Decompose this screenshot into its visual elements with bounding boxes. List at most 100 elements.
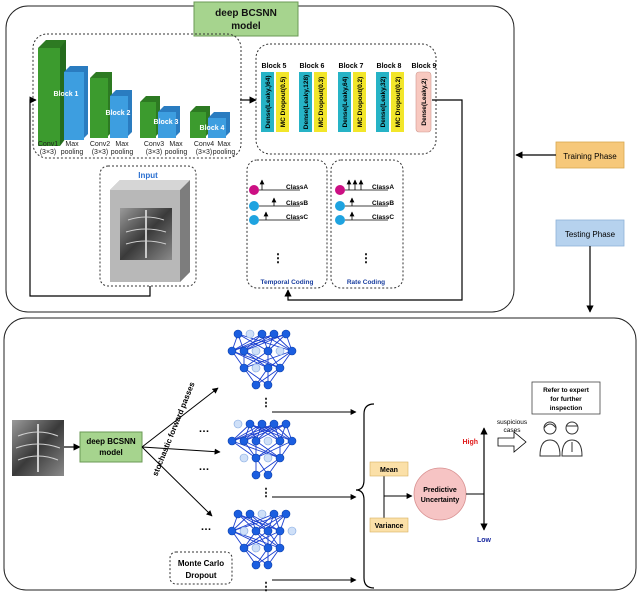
- net-neuron: [281, 419, 291, 429]
- net-edge: [231, 423, 275, 442]
- top-title-line2: model: [231, 21, 261, 32]
- rate-neuron-a: [335, 185, 345, 195]
- net-edge: [243, 423, 287, 442]
- net-neuron: [263, 543, 273, 553]
- block-5-label: Block 5: [262, 63, 287, 70]
- refer-expert-box: [531, 381, 601, 415]
- net-neuron: [269, 419, 279, 429]
- block-8-dense-label: Dense(Leaky,32): [380, 77, 387, 128]
- temporal-neuron-b: [249, 201, 259, 211]
- net-neuron: [275, 526, 285, 536]
- pass-arrow-3: [141, 446, 213, 517]
- output-feedback-arrow: [284, 99, 463, 301]
- mc-dropout-line2: Dropout: [185, 571, 216, 580]
- net-neuron: [239, 543, 249, 553]
- conv1-layer: [38, 48, 60, 146]
- net-edge: [243, 547, 269, 566]
- temporal-neuron-a: [249, 185, 259, 195]
- net-neuron: [263, 526, 273, 536]
- net-neuron: [251, 453, 261, 463]
- conv1-label: Conv1: [38, 141, 58, 148]
- test-model-box: [79, 431, 143, 463]
- block-7-dense: [338, 72, 351, 132]
- net-neuron: [251, 470, 261, 480]
- temporal-class-a: ClassA: [286, 184, 308, 191]
- net2-input-dots: …: [199, 423, 210, 435]
- net-neuron: [257, 329, 267, 339]
- mc-dropout-box: [169, 551, 233, 585]
- net-neuron: [239, 436, 249, 446]
- net-neuron: [233, 509, 243, 519]
- refer-line3: inspection: [550, 405, 583, 412]
- block-6-dense-label: Dense(Leaky,128): [303, 75, 310, 129]
- refer-line1: Refer to expert: [543, 387, 590, 394]
- net-edge: [231, 513, 275, 532]
- conv2-label: Conv2: [90, 141, 110, 148]
- net-edge: [255, 440, 281, 459]
- block-9-dense: [415, 71, 432, 133]
- temporal-class-b: ClassB: [286, 200, 308, 207]
- block-3-label: Block 3: [154, 119, 179, 126]
- input-cube: Input: [110, 171, 190, 282]
- net1-output-dots: ⋮: [261, 397, 272, 409]
- block-7-dropout-label: MC Dropout(0.2): [357, 77, 364, 128]
- net-edge: [243, 350, 281, 369]
- test-model-line2: model: [99, 448, 123, 457]
- rate-coding-title: Rate Coding: [347, 279, 385, 286]
- dropped-neuron: [251, 363, 261, 373]
- net-neuron: [287, 346, 297, 356]
- top-title-line1: deep BCSNN: [215, 8, 277, 19]
- mean-label: Mean: [380, 467, 398, 474]
- net-neuron: [275, 436, 285, 446]
- net-neuron: [269, 329, 279, 339]
- net-neuron: [287, 436, 297, 446]
- bottom-panel: [3, 317, 637, 591]
- suspicious-arrow: [497, 431, 527, 453]
- temporal-coding: ClassA ClassB ClassC ⋮ Temporal Coding: [249, 179, 314, 286]
- net3-input-dots: …: [201, 521, 212, 533]
- top-title: deep BCSNN model: [193, 1, 299, 37]
- mc-networks: [227, 329, 297, 570]
- block-9-label: Block 9: [412, 63, 437, 70]
- conv3-label: Conv3: [144, 141, 164, 148]
- rate-coding: ClassA ClassB ClassC ⋮ Rate Coding: [335, 179, 394, 286]
- block-6-dense: [299, 72, 312, 132]
- aggregation-bracket: [355, 403, 375, 589]
- mean-box: [369, 461, 409, 477]
- block-2: Block 2: [90, 72, 132, 138]
- dropped-neuron: [251, 346, 261, 356]
- conv2-size: (3×3): [92, 149, 109, 156]
- training-phase-label: Training Phase: [563, 152, 617, 161]
- test-model-line1: deep BCSNN: [86, 437, 136, 446]
- net-neuron: [239, 346, 249, 356]
- dropped-neuron: [239, 526, 249, 536]
- pool2-label-a: Max: [115, 141, 129, 148]
- suspicious-line1: suspicious: [497, 419, 528, 426]
- dropped-neuron: [263, 453, 273, 463]
- pool4-label-b: pooling: [213, 149, 236, 156]
- net-neuron: [263, 346, 273, 356]
- testing-phase-box: [555, 219, 625, 247]
- block-8-dropout: [391, 72, 404, 132]
- block-3: Block 3: [140, 96, 180, 138]
- predictive-uncertainty-line2: Uncertainty: [421, 497, 460, 504]
- variance-box: [369, 517, 409, 533]
- dense-group: [255, 43, 437, 155]
- block-7-dropout: [353, 72, 366, 132]
- dropped-neuron: [245, 329, 255, 339]
- block-1-label: Block 1: [54, 91, 79, 98]
- pool1-label-b: pooling: [61, 149, 84, 156]
- dense-blocks: Block 5 Dense(Leaky,)64) MC Dropout(0.5)…: [261, 63, 437, 133]
- net-edge: [255, 513, 287, 532]
- net-edge: [255, 440, 293, 459]
- net-edge: [231, 333, 263, 352]
- net-neuron: [275, 453, 285, 463]
- net-neuron: [281, 509, 291, 519]
- temporal-ellipsis: ⋮: [272, 251, 284, 265]
- net-edge: [255, 457, 281, 476]
- mc-dropout-line1: Monte Carlo: [178, 559, 224, 568]
- block-8-dropout-label: MC Dropout(0.2): [395, 77, 402, 128]
- rate-class-c: ClassC: [372, 214, 394, 221]
- net-neuron: [281, 329, 291, 339]
- net-edge: [243, 440, 281, 459]
